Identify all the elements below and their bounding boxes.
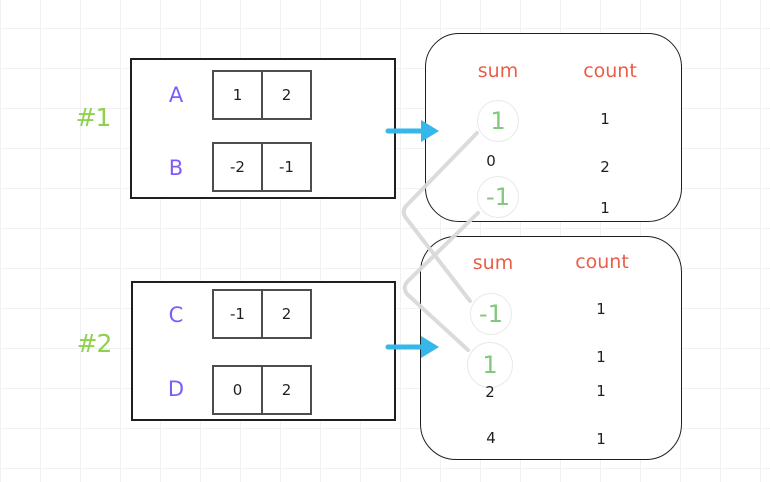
sum-value: -1	[486, 183, 510, 211]
circled-sum-value[interactable]: 1	[477, 100, 519, 142]
array-d-cells: 0 2	[212, 365, 312, 415]
sum-value: 1	[482, 351, 498, 379]
table1-count-header: count	[583, 60, 637, 82]
circled-sum-value[interactable]: 1	[467, 342, 513, 388]
sum-value: 0	[486, 152, 496, 170]
count-value: 1	[596, 382, 606, 400]
array-label-b: B	[168, 156, 184, 180]
table2-count-header: count	[575, 251, 629, 273]
array-cell: -2	[212, 142, 263, 192]
count-value: 1	[596, 300, 606, 318]
array-cell: 2	[261, 365, 312, 415]
array-label-a: A	[168, 83, 184, 107]
count-value: 1	[596, 348, 606, 366]
array-group-1[interactable]: A 1 2 B -2 -1	[130, 58, 396, 199]
group-label-1[interactable]: #1	[75, 103, 112, 132]
sum-count-table-1[interactable]: sum count 1 1 0 2 -1 1	[425, 33, 682, 222]
array-label-c: C	[168, 303, 184, 327]
group-label-2[interactable]: #2	[76, 329, 113, 358]
count-value: 1	[600, 199, 610, 217]
table2-sum-header: sum	[472, 252, 514, 274]
array-cell: 2	[261, 70, 312, 120]
array-cell: 0	[212, 365, 263, 415]
array-cell: -1	[261, 142, 312, 192]
array-cell: 2	[261, 289, 312, 339]
circled-sum-value[interactable]: -1	[477, 176, 519, 218]
array-c-cells: -1 2	[212, 289, 312, 339]
array-cell: -1	[212, 289, 263, 339]
sum-value: 1	[490, 107, 506, 135]
array-b-cells: -2 -1	[212, 142, 312, 192]
table1-sum-header: sum	[477, 60, 519, 82]
array-a-cells: 1 2	[212, 70, 312, 120]
array-label-d: D	[167, 377, 185, 401]
sum-value: 2	[485, 383, 495, 401]
array-cell: 1	[212, 70, 263, 120]
sum-count-table-2[interactable]: sum count -1 1 1 1 2 1 4 1	[420, 236, 682, 460]
count-value: 2	[600, 158, 610, 176]
sum-value: 4	[486, 429, 496, 447]
circled-sum-value[interactable]: -1	[470, 293, 512, 335]
sum-value: -1	[479, 300, 503, 328]
array-group-2[interactable]: C -1 2 D 0 2	[131, 281, 396, 421]
count-value: 1	[600, 110, 610, 128]
count-value: 1	[596, 430, 606, 448]
